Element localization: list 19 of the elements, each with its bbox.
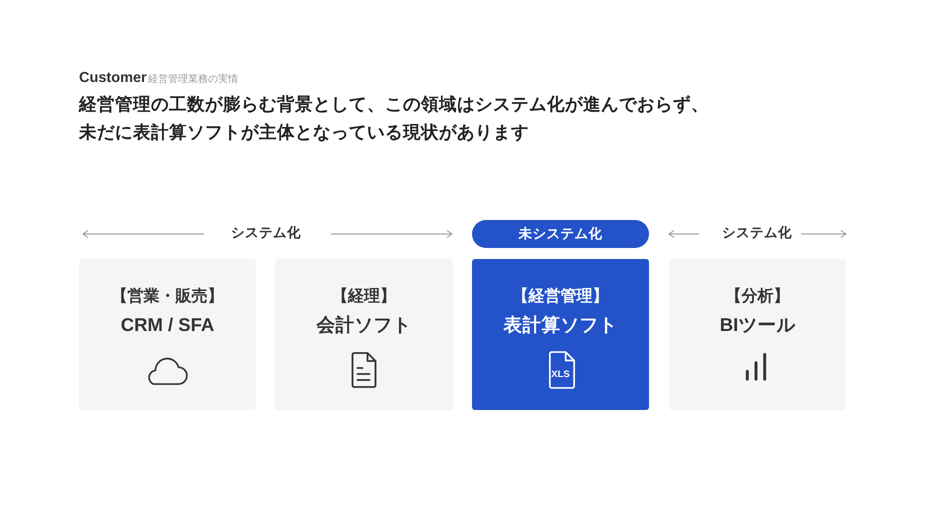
category-heading: 【分析】 (726, 287, 790, 307)
highlighted-card (472, 259, 649, 410)
band-label: システム化 (231, 225, 301, 242)
file-type-text: XLS (551, 369, 570, 381)
category-card (669, 259, 846, 410)
section-label: Customer (79, 69, 147, 88)
band-label: システム化 (722, 225, 792, 242)
category-card (275, 259, 453, 410)
tool-name: 会計ソフト (316, 313, 412, 336)
category-heading: 【経理】 (332, 287, 396, 307)
subtitle-text: 経営管理業務の実情 (148, 74, 238, 86)
headline-text: 経営管理の工数が膨らむ背景として、この領域はシステム化が進んでおらず、未だに表計算ソフトが主体となっている現状があります (79, 93, 710, 144)
tool-name: CRM / SFA (120, 313, 214, 336)
tool-name: 表計算ソフト (504, 313, 618, 336)
label-pill: 未システム化 (472, 220, 649, 248)
category-heading: 【経営管理】 (512, 287, 608, 307)
tool-name: BIツール (720, 313, 796, 336)
category-card (79, 259, 256, 410)
category-heading: 【営業・販売】 (112, 287, 224, 307)
